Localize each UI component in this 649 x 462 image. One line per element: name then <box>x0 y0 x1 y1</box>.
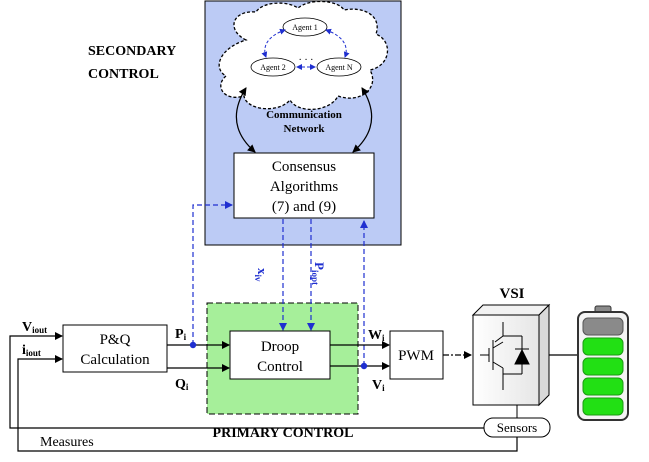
droop-label-2: Control <box>257 359 303 375</box>
droop-label-1: Droop <box>261 339 299 355</box>
agent-ellipsis: · · · <box>299 55 314 66</box>
v-iout-base: V <box>22 320 32 335</box>
x-iv-base: x <box>255 268 270 275</box>
droop-control-block: Droop Control <box>229 330 331 380</box>
p-iopt-sub: iopt <box>310 270 320 285</box>
sensors-node: Sensors <box>483 417 551 438</box>
comm-network-label-1: Communication <box>266 109 342 121</box>
x-iv-label: xiv <box>253 268 270 282</box>
q-i-sub: i <box>186 382 189 392</box>
v-iout-label: Viout <box>22 320 47 335</box>
p-junction-dot <box>189 341 197 349</box>
cloud-consensus-arrows <box>235 87 373 153</box>
svg-text:Piopt: Piopt <box>310 262 327 285</box>
v-i-label: Vi <box>372 378 385 393</box>
q-i-base: Q <box>175 377 186 392</box>
pq-label-1: P&Q <box>100 332 131 348</box>
consensus-label-3: (7) and (9) <box>272 199 336 215</box>
battery-cells-filled <box>582 337 624 416</box>
agent-n-label: Agent N <box>325 63 353 72</box>
w-i-label: Wi <box>368 328 385 343</box>
comm-network-label-2: Network <box>284 123 326 135</box>
agent-links <box>261 28 350 70</box>
secondary-control-title-2: CONTROL <box>88 67 159 82</box>
consensus-block: Consensus Algorithms (7) and (9) <box>233 152 375 219</box>
agent-2-label: Agent 2 <box>260 63 286 72</box>
measures-feedback <box>9 335 518 452</box>
q-i-label: Qi <box>175 377 189 392</box>
v-i-sub: i <box>382 383 385 393</box>
pwm-label: PWM <box>398 348 434 364</box>
p-iopt-base: P <box>312 262 327 270</box>
sensors-label: Sensors <box>497 420 537 435</box>
pq-to-droop-lines <box>167 341 230 372</box>
p-iopt-label: Piopt <box>310 262 327 285</box>
svg-text:xiv: xiv <box>253 268 270 282</box>
x-iv-sub: iv <box>253 275 263 283</box>
p-i-base: P <box>175 327 184 342</box>
w-i-sub: i <box>382 333 385 343</box>
pq-label-2: Calculation <box>80 352 150 368</box>
i-iout-label: iiout <box>22 343 41 358</box>
p-i-sub: i <box>184 332 187 342</box>
measures-label: Measures <box>40 435 94 450</box>
i-iout-base: i <box>22 343 26 358</box>
vsi-converter <box>471 303 551 407</box>
agent-1-node: Agent 1 <box>282 17 328 37</box>
v-i-base: V <box>372 378 382 393</box>
agent-n-node: Agent N <box>316 57 362 77</box>
v-junction-dot <box>360 362 368 370</box>
pq-calculation-block: P&Q Calculation <box>62 324 168 373</box>
consensus-label-1: Consensus <box>272 159 336 175</box>
droop-to-pwm-lines <box>330 341 390 370</box>
pwm-block: PWM <box>389 330 444 380</box>
v-iout-sub: iout <box>32 325 47 335</box>
pq-input-arrows <box>20 332 63 363</box>
battery-cell-empty <box>582 317 624 336</box>
consensus-label-2: Algorithms <box>270 179 338 195</box>
blue-signal-lines <box>192 201 368 366</box>
battery-icon <box>577 305 629 421</box>
i-iout-sub: iout <box>26 348 41 358</box>
p-i-label: Pi <box>175 327 187 342</box>
w-i-base: W <box>368 328 382 343</box>
agent-1-label: Agent 1 <box>292 23 318 32</box>
communication-cloud <box>218 0 389 111</box>
primary-control-title: PRIMARY CONTROL <box>213 426 354 441</box>
secondary-control-title-1: SECONDARY <box>88 44 176 59</box>
agent-2-node: Agent 2 <box>250 57 296 77</box>
vsi-label: VSI <box>499 286 524 302</box>
